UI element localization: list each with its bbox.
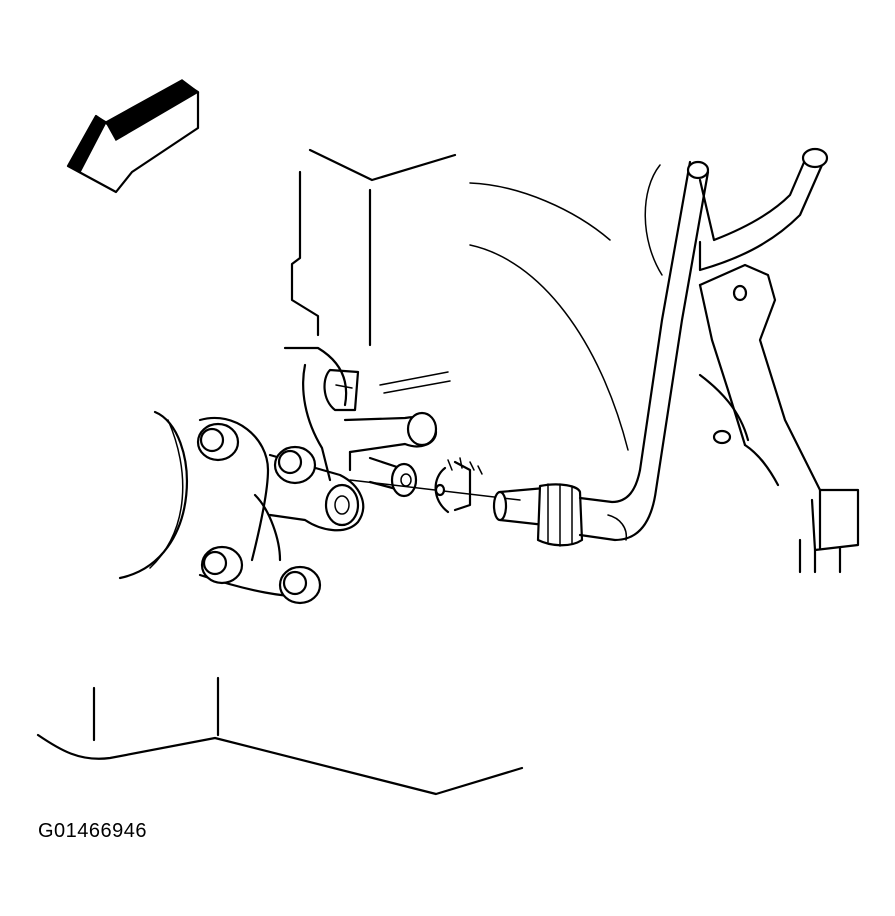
link-retainer-clip: [434, 457, 483, 514]
steering-knuckle: [283, 346, 438, 482]
hub-bolt-upper-left: [196, 422, 240, 462]
hub-bolt-lower-right: [278, 565, 322, 605]
hub-bolt-upper-right: [273, 445, 317, 485]
figure-id-label: G01466946: [38, 820, 148, 842]
forward-direction-arrow-icon: [66, 79, 200, 194]
link-bushing: [492, 483, 584, 547]
link-spacer: [368, 456, 418, 498]
lower-frame: [36, 676, 524, 796]
stabilizer-bar: [578, 147, 829, 542]
hub-bolt-lower-left: [200, 545, 244, 585]
stabilizer-bracket: [698, 263, 860, 574]
lower-control-arm: [469, 164, 663, 451]
frame-panel: [290, 148, 457, 394]
